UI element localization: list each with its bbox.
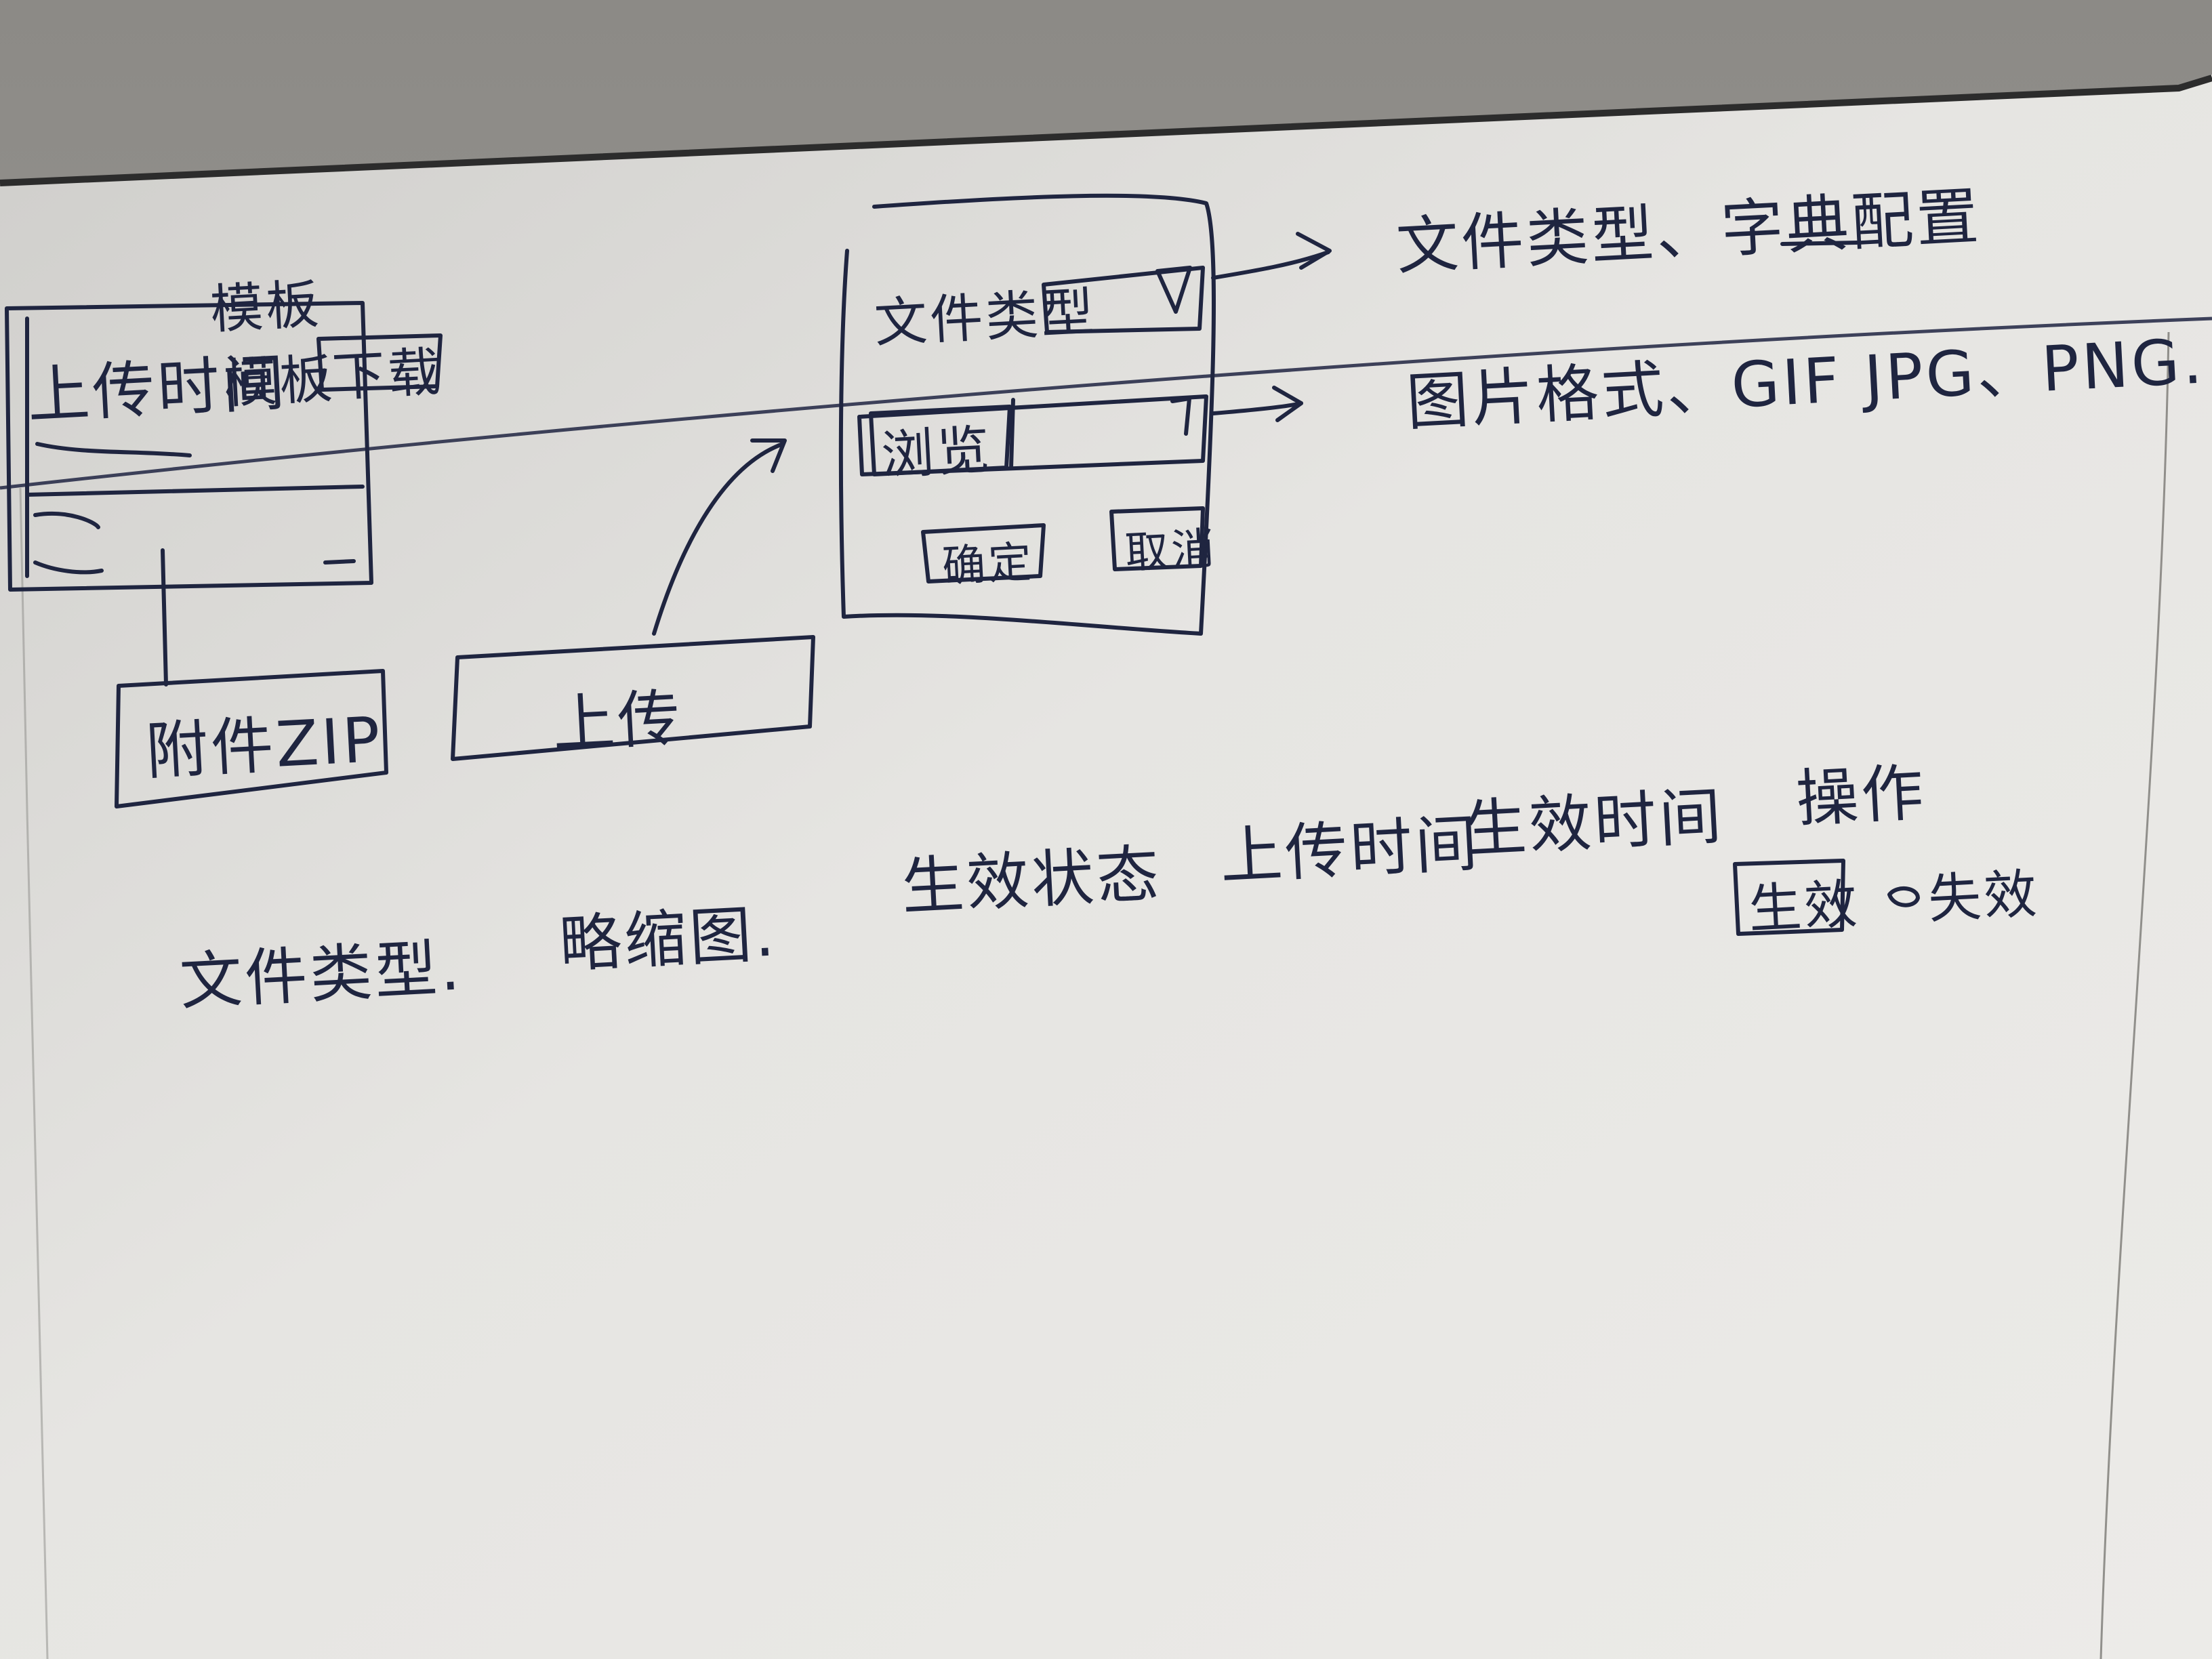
deactivate-label: 失效	[1927, 863, 2041, 930]
file-type-select[interactable]	[1046, 272, 1163, 325]
attachment-zip-label: 附件ZIP	[144, 703, 385, 788]
confirm-button[interactable]: 确定	[941, 537, 1036, 592]
download-button[interactable]: 下载	[331, 342, 445, 409]
column-upload-time: 上传时间	[1218, 806, 1482, 893]
column-actions: 操作	[1794, 756, 1928, 836]
preview-path-field[interactable]	[1015, 397, 1200, 454]
list-panel-title: 模板	[209, 274, 323, 341]
cancel-button[interactable]: 取消	[1124, 523, 1219, 579]
column-status: 生效状态	[899, 837, 1164, 924]
activate-button[interactable]: 生效	[1747, 874, 1862, 941]
template-label: 模板	[222, 348, 337, 415]
upload-button[interactable]: 上传	[550, 682, 684, 761]
deactivate-radio-icon[interactable]	[1887, 879, 1922, 908]
preview-button[interactable]: 浏览	[880, 419, 994, 487]
column-file-type: 文件类型.	[178, 931, 464, 1019]
column-effective-time: 生效时间	[1462, 779, 1726, 866]
column-thumbnail: 略缩图.	[557, 897, 779, 981]
